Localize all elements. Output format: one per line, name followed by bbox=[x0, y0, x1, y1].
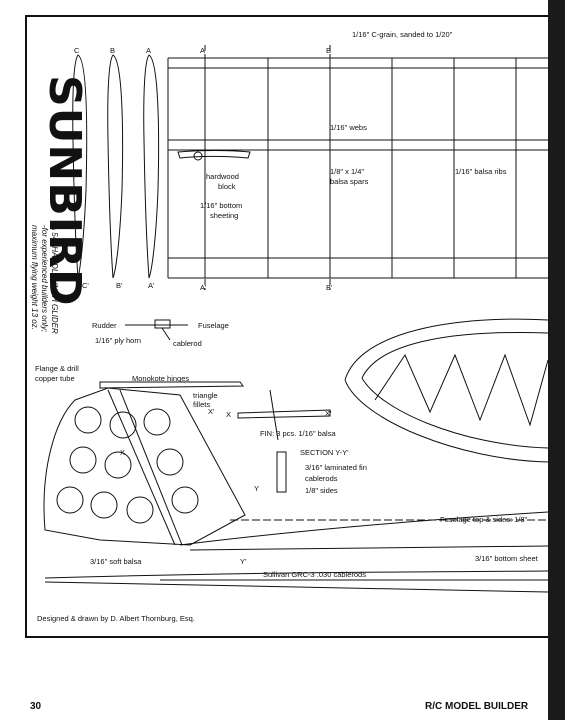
spars2-label: balsa spars bbox=[330, 177, 369, 186]
bottom-label: 1/16" bottom bbox=[200, 201, 243, 210]
section-a-prime-label: A' bbox=[148, 281, 155, 290]
magazine-name: R/C MODEL BUILDER bbox=[425, 701, 529, 712]
sullivan-label: Sullivan GRC-3 .030 cablerods bbox=[263, 570, 366, 579]
spars-label: 1/8" x 1/4" bbox=[330, 167, 365, 176]
sides-label: 1/8" sides bbox=[305, 486, 338, 495]
webs-label: 1/16" webs bbox=[330, 123, 367, 132]
cablerod-label: cablerod bbox=[173, 339, 202, 348]
soft-balsa-label: 3/16" soft balsa bbox=[90, 557, 142, 566]
ribs-label: 1/16" balsa ribs bbox=[455, 167, 507, 176]
fin-label: FIN: 3 pcs. 1/16" balsa bbox=[260, 429, 336, 438]
x-prime-label: X' bbox=[325, 409, 332, 418]
plan-title: SUNBIRD bbox=[39, 75, 90, 307]
wing-section-b-label: B bbox=[326, 46, 332, 55]
hardwood-label: hardwood bbox=[206, 172, 239, 181]
copper-label: copper tube bbox=[35, 374, 75, 383]
airfoil-section-b bbox=[107, 54, 124, 279]
wing-section-b-prime-label: B' bbox=[326, 283, 333, 292]
wing-section-a-prime-label: A' bbox=[200, 283, 207, 292]
x-fin-label: X bbox=[120, 448, 126, 457]
airfoil-section-c bbox=[72, 54, 88, 279]
ply-horn-label: 1/16" ply horn bbox=[95, 336, 142, 345]
section-c-label: C bbox=[74, 46, 80, 55]
flange-label: Flange & drill bbox=[35, 364, 79, 373]
rudder-label: Rudder bbox=[92, 321, 117, 330]
y-prime-label: Y' bbox=[240, 557, 247, 566]
y-label: Y bbox=[254, 484, 260, 493]
c-grain-label: 1/16" C-grain, sanded to 1/20" bbox=[352, 30, 453, 39]
fillets-label: fillets bbox=[193, 400, 211, 409]
wing-section-a-label: A bbox=[200, 46, 206, 55]
block-label: block bbox=[218, 182, 236, 191]
airfoil-section-a bbox=[143, 54, 160, 279]
cablerods-label: cablerods bbox=[305, 474, 338, 483]
section-b-prime-label: B' bbox=[116, 281, 123, 290]
x-prime-upper-label: X' bbox=[208, 407, 215, 416]
bottom-sheet-label: 3/16" bottom sheet bbox=[475, 554, 538, 563]
page-number: 30 bbox=[30, 701, 42, 712]
x-label: X bbox=[226, 410, 232, 419]
page-binding-edge bbox=[548, 0, 565, 720]
plan-frame bbox=[25, 15, 565, 638]
monokote-label: Monokote hinges bbox=[132, 374, 190, 383]
section-b-label: B bbox=[110, 46, 116, 55]
fuselage-top-label: Fuselage top & sides: 1/8" bbox=[440, 515, 528, 524]
section-c-prime-label: C' bbox=[82, 281, 89, 290]
subtitle-line-3: maximum flying weight 13 oz. bbox=[30, 225, 39, 330]
plan-subtitle: A 54" HANDLAUNCH GLIDER -for experienced… bbox=[30, 220, 59, 360]
sheeting-label: sheeting bbox=[210, 211, 239, 220]
subtitle-line-2: -for experienced builders only; bbox=[40, 225, 49, 333]
designer-credit: Designed & drawn by D. Albert Thornburg,… bbox=[37, 614, 195, 623]
section-yy-label: SECTION Y-Y' bbox=[300, 448, 349, 457]
subtitle-line-1: A 54" HANDLAUNCH GLIDER bbox=[50, 225, 59, 334]
laminated-label: 3/16" laminated fin bbox=[305, 463, 367, 472]
section-a-label: A bbox=[146, 46, 152, 55]
fuselage-label: Fuselage bbox=[198, 321, 229, 330]
triangle-label: triangle bbox=[193, 391, 218, 400]
